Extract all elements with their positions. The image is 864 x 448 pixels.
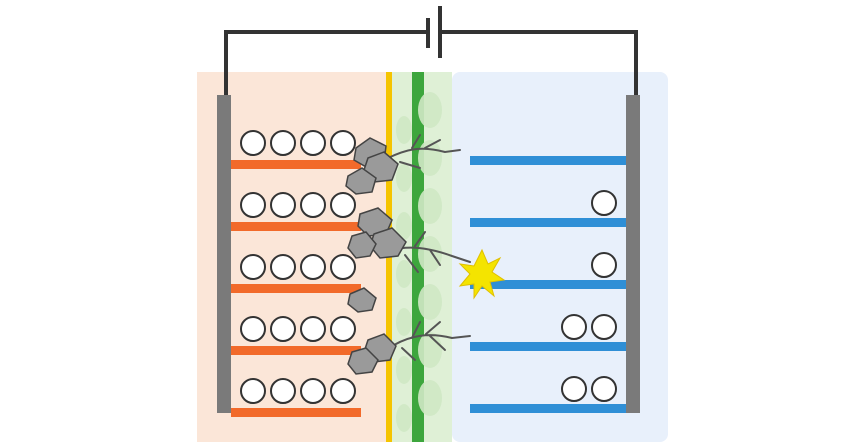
lithium-ion [591,190,617,216]
separator-pore [418,188,442,224]
lithium-ion [591,314,617,340]
deposit-crystal [347,347,379,375]
separator-pore [396,116,412,144]
dendrite-branch [387,134,461,169]
deposit-crystal [347,287,377,313]
lithium-ion [270,316,296,342]
lithium-ion [561,314,587,340]
separator-pore [396,404,412,432]
deposit-crystal [347,231,377,259]
lithium-ion [591,252,617,278]
cathode-layer [470,342,626,351]
anode-layer [231,408,361,417]
anode-layer [231,346,361,355]
lithium-ion [300,130,326,156]
lithium-ion [330,130,356,156]
separator-pore [396,212,412,240]
cathode-layer [470,280,626,289]
lithium-ion [240,192,266,218]
dendrite-branch [393,321,471,361]
lithium-ion [240,316,266,342]
battery-symbol-icon [426,6,442,58]
lithium-ion [300,254,326,280]
separator-pore [418,236,442,272]
lithium-ion [300,378,326,404]
separator-pore [396,164,412,192]
anode-layer [231,284,361,293]
cathode-layer [470,404,626,413]
lithium-ion [270,378,296,404]
dendrite-branch [391,231,471,273]
separator-pore [396,356,412,384]
lithium-deposits [345,137,407,375]
lithium-ion [240,378,266,404]
external-wire-right [442,30,638,98]
lithium-ion [330,254,356,280]
anode-layer [231,160,361,169]
lithium-ion [330,192,356,218]
lithium-ions [240,130,617,404]
lithium-ion [591,376,617,402]
lithium-ion [330,378,356,404]
anode-layers [231,160,361,417]
separator-pore [396,308,412,336]
lithium-ion [330,316,356,342]
separator-pore [418,332,442,368]
lithium-ion [240,254,266,280]
dendrites [387,134,471,361]
separator-pore [418,92,442,128]
deposit-crystal [345,167,377,195]
cathode-layers [470,156,626,413]
anode-current-collector [217,95,231,413]
lithium-ion [300,192,326,218]
lithium-ion [270,130,296,156]
separator-pore [418,284,442,320]
lithium-ion [270,254,296,280]
lithium-ion [270,192,296,218]
lithium-ion [300,316,326,342]
external-wire-left [224,30,426,98]
spark-icon [458,248,506,300]
cathode-current-collector [626,95,640,413]
cathode-layer [470,156,626,165]
separator-pore [396,260,412,288]
separator-pore [418,380,442,416]
anode-layer [231,222,361,231]
lithium-ion [561,376,587,402]
lithium-ion [240,130,266,156]
cathode-layer [470,218,626,227]
